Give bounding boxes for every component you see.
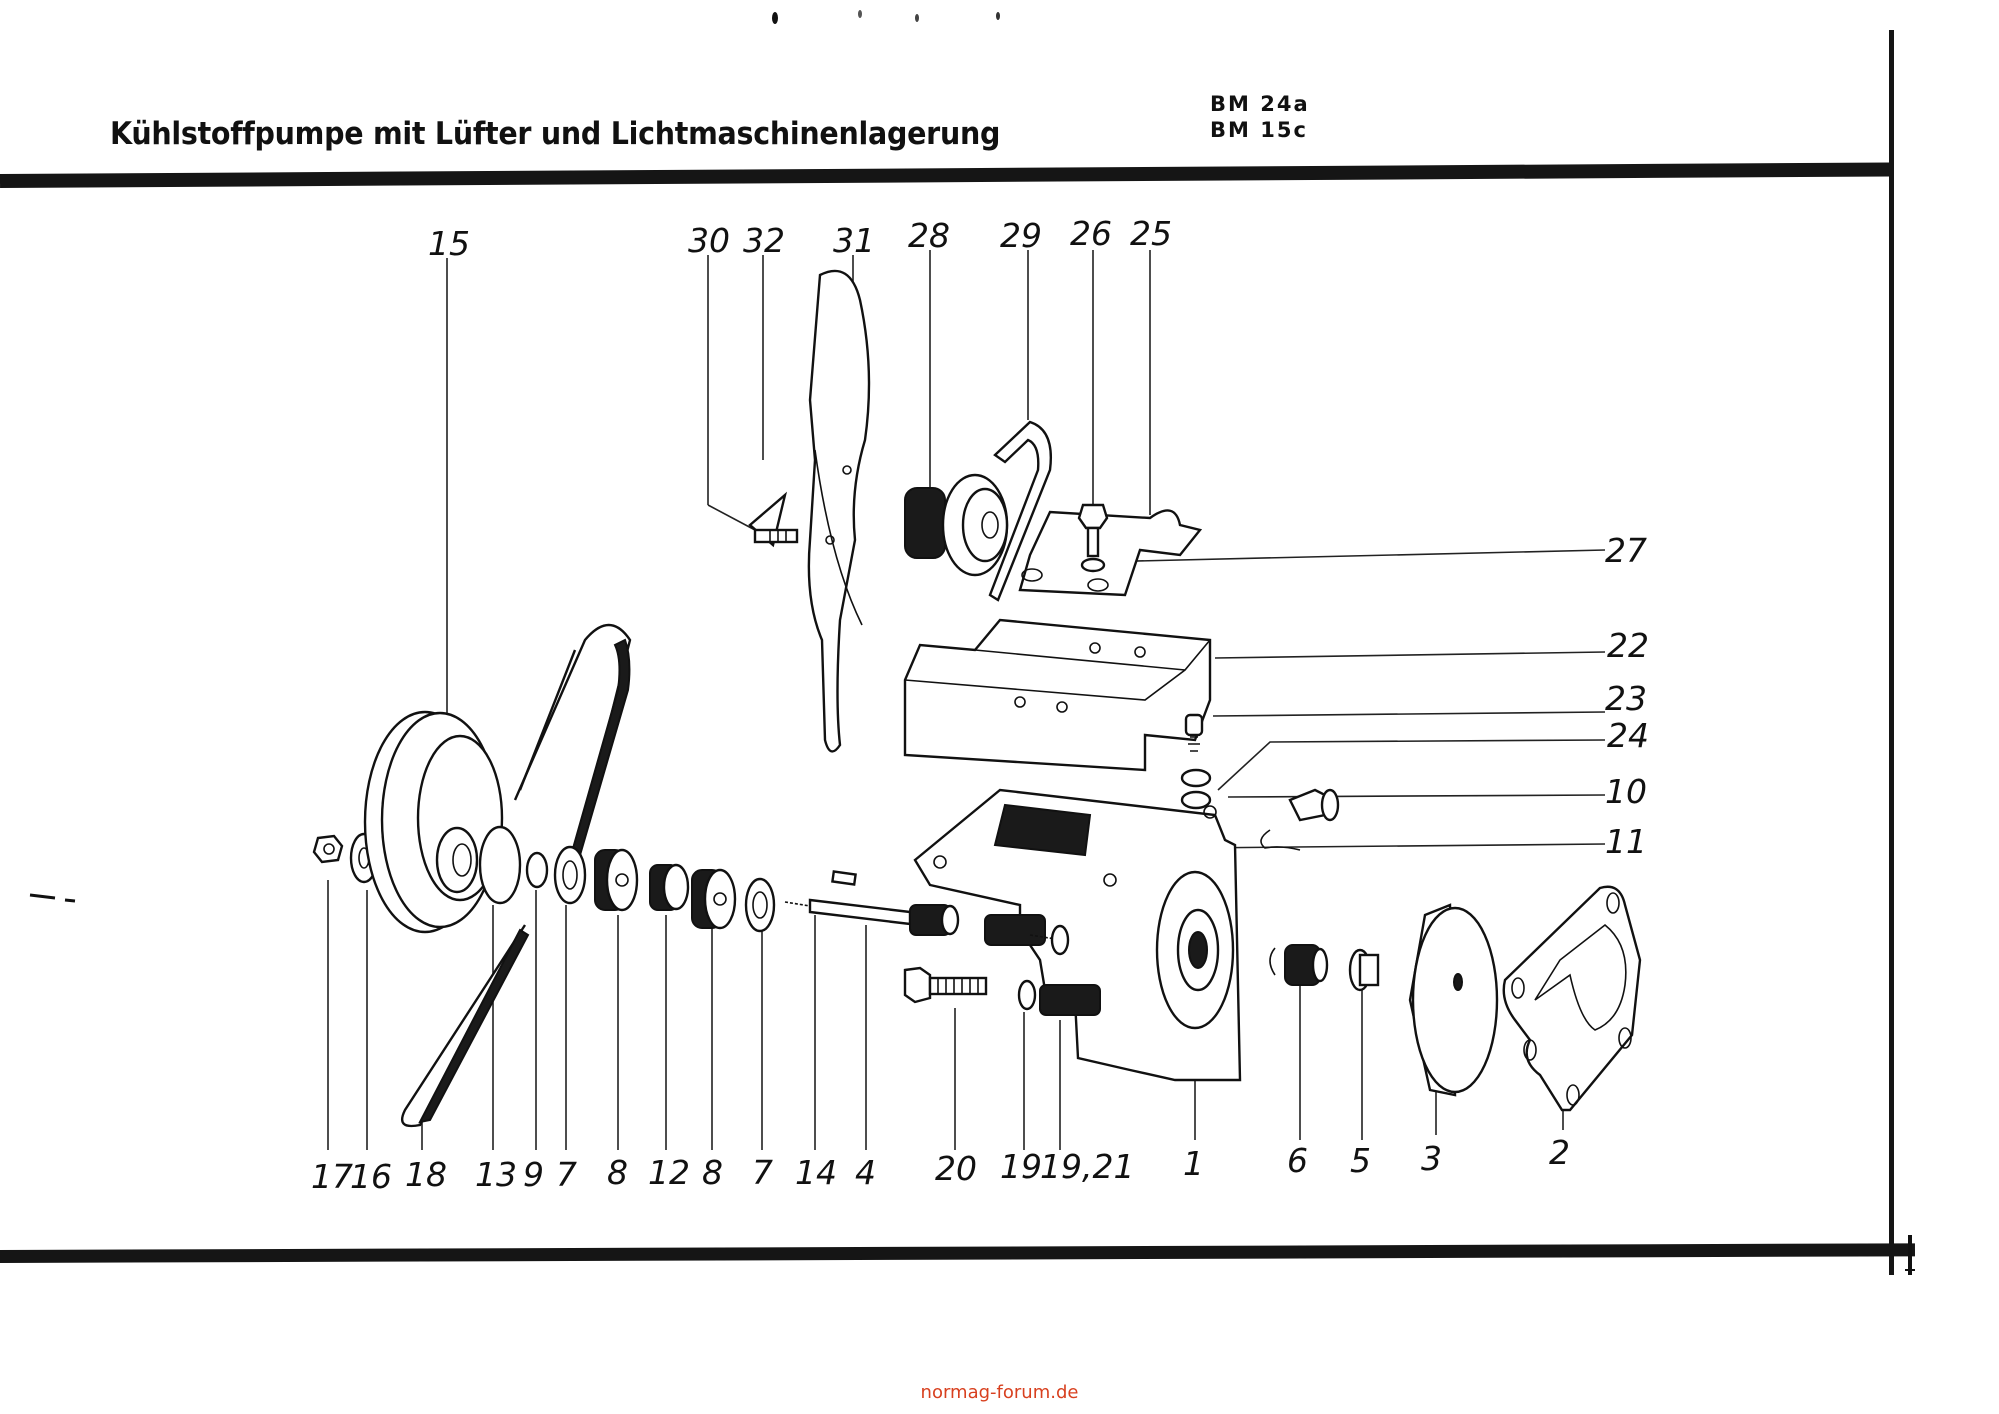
callout-23: 23: [1605, 679, 1647, 718]
callout-26: 26: [1070, 214, 1112, 253]
part-19-washer: [1017, 979, 1037, 1011]
part-30-screw: [753, 528, 799, 544]
callout-7b: 7: [752, 1153, 773, 1192]
model-code-1: BM 24a: [1210, 92, 1310, 116]
part-7-washer-a: [553, 845, 587, 905]
callout-11: 11: [1605, 822, 1647, 861]
watermark-text: normag-forum.de: [920, 1382, 1079, 1403]
part-12-spacer-sleeve: [649, 863, 690, 911]
leader-lines: [327, 250, 1606, 1150]
callout-31: 31: [833, 221, 875, 260]
part-15-pulley: [363, 710, 504, 934]
callout-15: 15: [428, 224, 470, 263]
part-25-dynamo-bracket: [1018, 509, 1203, 597]
leader-24: [1217, 739, 1606, 791]
part-18-v-belt: [400, 623, 632, 1128]
leader-11: [1192, 843, 1606, 849]
callout-8a: 8: [607, 1153, 628, 1192]
part-21-spring: [1029, 924, 1070, 956]
part-22-support-bracket: [903, 618, 1212, 772]
callout-27: 27: [1605, 531, 1647, 570]
callout-5: 5: [1350, 1141, 1371, 1180]
callout-12: 12: [648, 1153, 690, 1192]
callout-8b: 8: [702, 1153, 723, 1192]
part-20-bolt: [903, 966, 988, 1004]
part-10-grease-nipple: [1288, 788, 1340, 822]
callout-14: 14: [795, 1153, 837, 1192]
leader-27: [1094, 549, 1606, 563]
part-24-hex-nut: [1180, 768, 1212, 810]
leader-23: [1212, 711, 1606, 717]
part-5-bushing: [1348, 948, 1380, 992]
leader-10: [1227, 794, 1606, 798]
callout-19-21: 19,21: [1040, 1147, 1134, 1186]
callout-16: 16: [350, 1157, 392, 1196]
page-title: Kühlstoffpumpe mit Lüfter und Lichtmasch…: [110, 116, 1001, 152]
scan-artifacts: [29, 10, 1915, 1275]
callout-2: 2: [1549, 1133, 1570, 1172]
part-13-circlip: [478, 825, 522, 905]
leader-30b: [707, 504, 756, 531]
part-26-bolt: [1077, 503, 1109, 573]
callout-17: 17: [311, 1157, 353, 1196]
part-14-key: [784, 870, 857, 907]
part-2-gasket: [1502, 885, 1642, 1112]
leader-22: [1214, 651, 1606, 659]
callout-6: 6: [1287, 1141, 1308, 1180]
part-9-ring: [525, 851, 549, 889]
callout-20: 20: [935, 1149, 977, 1188]
part-8-ball-bearing-a: [594, 848, 639, 912]
right-border-line: [1889, 30, 1894, 1275]
part-17-hex-nut: [312, 834, 344, 864]
callout-18: 18: [405, 1155, 447, 1194]
part-1-pump-housing: [913, 788, 1242, 1082]
callout-1: 1: [1183, 1144, 1204, 1183]
callout-7a: 7: [556, 1155, 577, 1194]
callout-13: 13: [475, 1155, 517, 1194]
part-8-ball-bearing-b: [691, 868, 737, 930]
part-4-pump-shaft: [808, 898, 960, 936]
callout-32: 32: [743, 221, 785, 260]
callout-10: 10: [1605, 772, 1647, 811]
callout-19: 19: [1000, 1147, 1042, 1186]
callout-28: 28: [908, 216, 950, 255]
callout-9: 9: [523, 1155, 544, 1194]
callout-30: 30: [688, 221, 730, 260]
model-code-2: BM 15c: [1210, 118, 1308, 142]
part-3-impeller: [1408, 903, 1499, 1097]
callout-labels: 15 30 32 31 28 29 26 25 27 22 23 24 10 1…: [311, 214, 1649, 1196]
callout-3: 3: [1421, 1139, 1442, 1178]
part-7-washer-b: [744, 877, 776, 933]
callout-29: 29: [1000, 216, 1042, 255]
callout-24: 24: [1607, 716, 1649, 755]
callout-4: 4: [855, 1153, 876, 1192]
part-11-spring-clip: [1260, 829, 1301, 851]
part-23-screw: [1184, 713, 1204, 752]
callout-25: 25: [1130, 214, 1172, 253]
callout-22: 22: [1607, 626, 1649, 665]
part-29-dynamo-belt: [988, 420, 1052, 602]
part-31-fan-blade: [807, 269, 871, 753]
part-6-seal: [1269, 944, 1329, 986]
part-28-dynamo-pulley: [904, 473, 1009, 577]
